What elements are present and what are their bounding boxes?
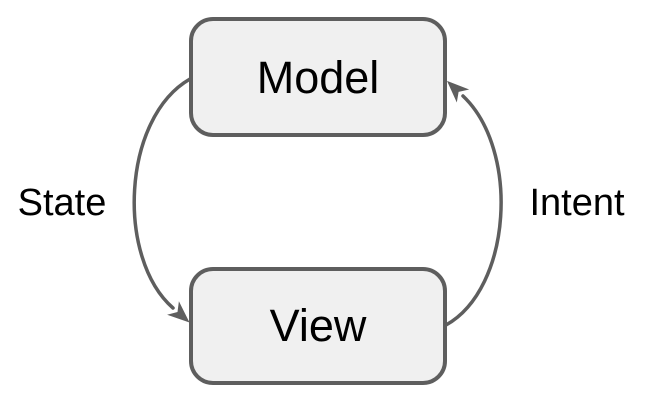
state-edge: [132, 77, 192, 323]
view-node-label: View: [270, 300, 367, 351]
intent-edge-label: Intent: [529, 182, 625, 224]
intent-arrowhead-icon: [447, 80, 470, 103]
intent-edge-path: [444, 94, 503, 327]
state-arrowhead-icon: [167, 301, 190, 323]
state-edge-label: State: [18, 182, 107, 224]
intent-edge: [444, 80, 503, 327]
model-node: [189, 17, 447, 137]
state-edge-path: [132, 77, 192, 310]
view-node: [189, 267, 447, 385]
model-node-label: Model: [257, 52, 380, 103]
